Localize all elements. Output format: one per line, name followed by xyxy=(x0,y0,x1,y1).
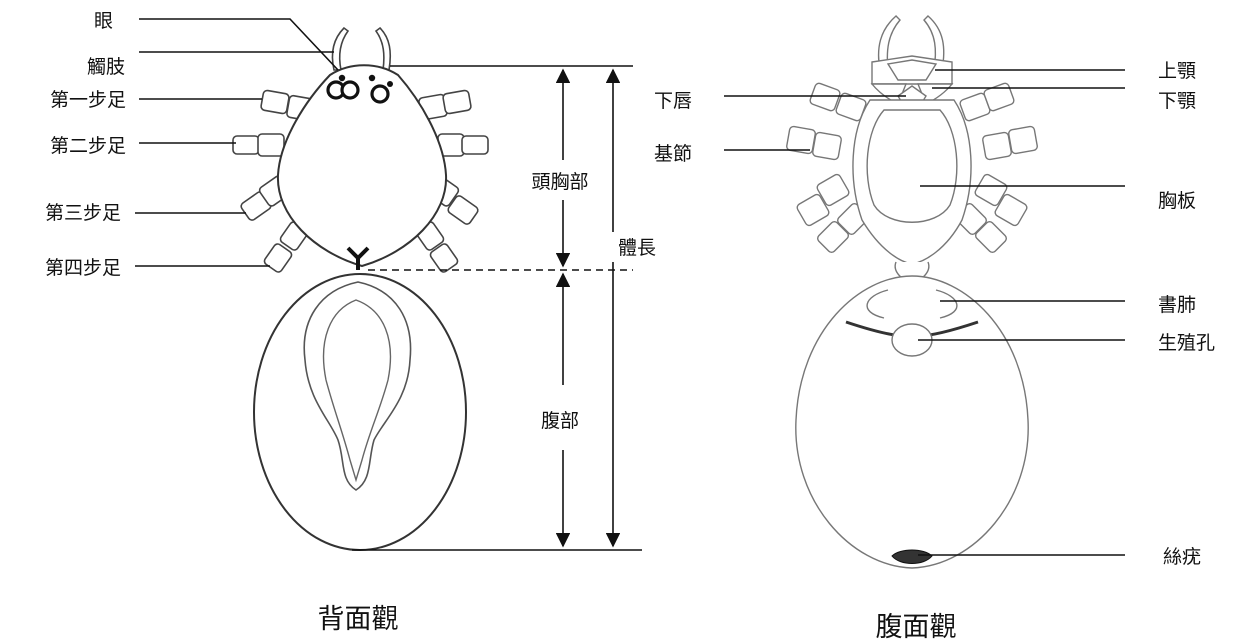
label-sternum: 胸板 xyxy=(1158,190,1196,212)
label-leg2: 第二步足 xyxy=(50,135,126,157)
label-genital-opening: 生殖孔 xyxy=(1158,332,1215,354)
ventral-sternum xyxy=(867,110,957,222)
label-coxa: 基節 xyxy=(654,143,692,165)
label-leg4: 第四步足 xyxy=(45,257,121,279)
label-spinnerets: 絲疣 xyxy=(1163,546,1201,568)
label-body-length: 體長 xyxy=(618,237,656,259)
caption-dorsal-view: 背面觀 xyxy=(318,604,399,635)
ventral-spider-drawing xyxy=(786,16,1038,568)
dorsal-spider-drawing xyxy=(233,28,488,550)
ventral-abdomen xyxy=(796,276,1028,568)
label-book-lung: 書肺 xyxy=(1158,294,1196,316)
label-abdomen: 腹部 xyxy=(541,410,579,432)
label-cephalothorax: 頭胸部 xyxy=(531,171,588,193)
label-leg3: 第三步足 xyxy=(45,202,121,224)
label-chelicera: 上顎 xyxy=(1158,60,1196,82)
label-labium: 下唇 xyxy=(654,90,692,112)
label-maxilla: 下顎 xyxy=(1158,90,1196,112)
label-pedipalp: 觸肢 xyxy=(87,56,125,78)
label-leg1: 第一步足 xyxy=(50,89,126,111)
label-eye: 眼 xyxy=(94,10,113,32)
caption-ventral-view: 腹面觀 xyxy=(876,612,957,643)
dorsal-abdomen xyxy=(254,274,466,550)
